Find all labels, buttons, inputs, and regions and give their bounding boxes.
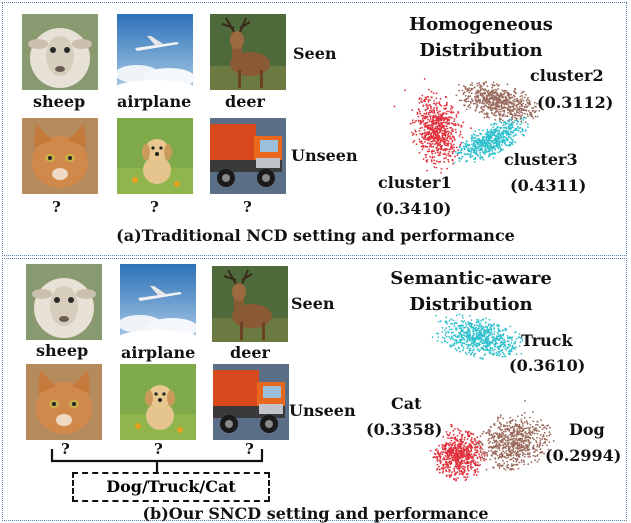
truck-cluster-score: (0.3610): [509, 356, 586, 375]
deer-photo-icon: [212, 266, 288, 342]
cluster2-score: (0.3112): [537, 93, 614, 112]
airplane-image: [117, 14, 193, 90]
truck-image: [210, 118, 286, 194]
truck-photo-icon: [213, 364, 289, 440]
cluster2-label: cluster2: [530, 66, 604, 85]
unseen-label-truck: ?: [243, 198, 252, 216]
distribution-title-b-line2: Distribution: [409, 294, 533, 315]
dog-cluster-score: (0.2994): [545, 446, 622, 465]
caption-a: (a)Traditional NCD setting and performan…: [116, 226, 515, 245]
cluster1-score: (0.3410): [375, 199, 452, 218]
deer-image: [210, 14, 286, 90]
seen-row-label-b: Seen: [291, 294, 335, 313]
truck-photo-icon: [210, 118, 286, 194]
seen-label-airplane: airplane: [117, 92, 192, 111]
cat-image-b: [26, 364, 102, 440]
airplane-photo-icon: [120, 264, 196, 340]
dog-photo-icon: [120, 364, 196, 440]
seen-label-sheep: sheep: [33, 92, 86, 111]
airplane-photo-icon: [117, 14, 193, 90]
caption-b: (b)Our SNCD setting and performance: [142, 504, 489, 523]
panel-traditional-ncd: [2, 2, 627, 256]
truck-image-b: [213, 364, 289, 440]
unseen-label-truck-b: ?: [245, 440, 254, 458]
unseen-label-cat-b: ?: [61, 440, 70, 458]
sheep-photo-icon: [22, 14, 98, 90]
cluster3-score: (0.4311): [510, 176, 587, 195]
deer-image-b: [212, 266, 288, 342]
seen-label-sheep-b: sheep: [36, 341, 89, 360]
cat-cluster-score: (0.3358): [366, 420, 443, 439]
distribution-title-a-line1: Homogeneous: [409, 14, 553, 35]
seen-label-deer: deer: [225, 92, 265, 111]
deer-photo-icon: [210, 14, 286, 90]
grouping-bracket: [50, 449, 264, 472]
cat-photo-icon: [26, 364, 102, 440]
group-label-box: Dog/Truck/Cat: [72, 472, 270, 502]
sheep-photo-icon: [26, 264, 102, 340]
sheep-image: [22, 14, 98, 90]
dog-image: [117, 118, 193, 194]
distribution-title-a-line2: Distribution: [419, 40, 543, 61]
truck-cluster-label: Truck: [521, 331, 573, 350]
unseen-label-cat: ?: [52, 198, 61, 216]
cluster1-label: cluster1: [378, 173, 452, 192]
dog-photo-icon: [117, 118, 193, 194]
seen-label-deer-b: deer: [230, 343, 270, 362]
seen-row-label: Seen: [293, 44, 337, 63]
cluster3-label: cluster3: [504, 150, 578, 169]
unseen-label-dog-b: ?: [154, 440, 163, 458]
sheep-image-b: [26, 264, 102, 340]
dog-cluster-label: Dog: [569, 420, 605, 439]
dog-image-b: [120, 364, 196, 440]
cat-photo-icon: [22, 118, 98, 194]
unseen-row-label: Unseen: [291, 146, 358, 165]
cat-image: [22, 118, 98, 194]
airplane-image-b: [120, 264, 196, 340]
cat-cluster-label: Cat: [391, 394, 422, 413]
unseen-row-label-b: Unseen: [289, 401, 356, 420]
unseen-label-dog: ?: [150, 198, 159, 216]
distribution-title-b-line1: Semantic-aware: [390, 268, 552, 289]
panel-our-sncd: [2, 258, 627, 521]
seen-label-airplane-b: airplane: [121, 343, 196, 362]
